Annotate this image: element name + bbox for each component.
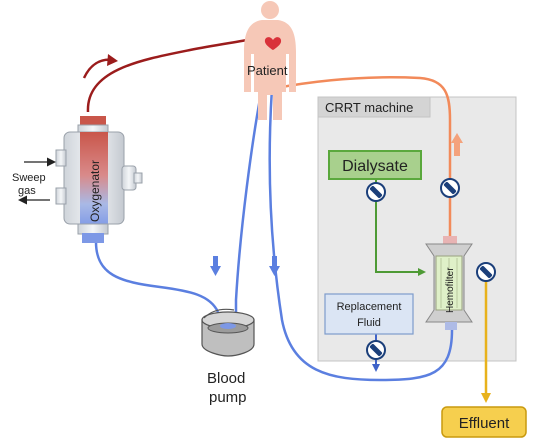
blue-arrow-shaft-1 bbox=[213, 256, 218, 268]
crrt-access-line bbox=[268, 87, 454, 382]
oxygenator-device bbox=[55, 116, 143, 243]
clamp-icon[interactable] bbox=[476, 262, 496, 282]
clamp-icon[interactable] bbox=[440, 178, 460, 198]
hemofilter-label: Hemofilter bbox=[445, 267, 456, 313]
dialysate-line bbox=[375, 180, 426, 276]
blood-pump-device bbox=[201, 308, 255, 357]
patient-label: Patient bbox=[247, 63, 288, 78]
heart-icon bbox=[264, 37, 282, 50]
effluent-box bbox=[441, 406, 527, 438]
return-blood-line bbox=[275, 76, 452, 240]
human-body-icon bbox=[244, 1, 296, 120]
arrow-icon bbox=[210, 266, 221, 276]
pump-to-oxygenator-line bbox=[94, 241, 220, 313]
crrt-machine-label: CRRT machine bbox=[325, 100, 413, 115]
sweep-gas-label-line1: Sweep bbox=[12, 172, 46, 184]
clamp-icon[interactable] bbox=[366, 182, 386, 202]
venous-drainage-line bbox=[234, 87, 264, 330]
sweep-gas-label-line2: gas bbox=[18, 185, 36, 197]
arrow-icon bbox=[451, 133, 463, 143]
clamp-icon[interactable] bbox=[366, 340, 386, 360]
effluent-label: Effluent bbox=[459, 415, 510, 432]
blue-arrow-shaft-2 bbox=[272, 256, 277, 268]
blood-pump-label-line1: Blood bbox=[207, 370, 245, 387]
replacement-fluid-label-line2: Fluid bbox=[357, 317, 381, 329]
oxygenated-blood-line bbox=[86, 33, 269, 113]
oxygenator-label: Oxygenator bbox=[88, 160, 102, 222]
replacement-fluid-box bbox=[324, 293, 414, 335]
arrow-icon bbox=[269, 266, 280, 276]
dialysate-label: Dialysate bbox=[342, 158, 408, 175]
orange-arrow-shaft bbox=[454, 142, 460, 156]
hemofilter-device bbox=[425, 236, 473, 330]
crrt-machine-title-tab bbox=[317, 96, 431, 118]
blood-pump-label-line2: pump bbox=[209, 389, 247, 406]
replacement-fluid-label-line1: Replacement bbox=[337, 301, 402, 313]
flow-arrowhead-icon bbox=[107, 54, 118, 66]
dialysate-box bbox=[328, 150, 422, 180]
